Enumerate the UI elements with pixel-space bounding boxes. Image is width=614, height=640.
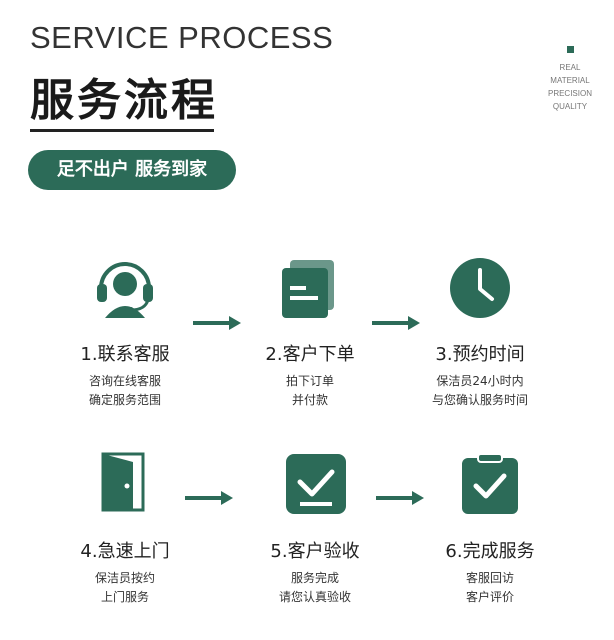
- headset-agent-icon: [93, 254, 157, 318]
- door-icon: [93, 450, 157, 514]
- small-square-icon: [566, 46, 574, 53]
- slogan-badge: 足不出户 服务到家: [28, 150, 236, 190]
- arrow-right-icon: [193, 316, 241, 330]
- checkbox-icon: [284, 452, 348, 516]
- step-5-title: 5.客户验收: [270, 541, 360, 562]
- step-3-title: 3.预约时间: [435, 344, 525, 365]
- step-4-desc: 保洁员按约 上门服务: [94, 571, 155, 604]
- step-2-desc: 拍下订单 并付款: [285, 374, 334, 407]
- chinese-title: 服务流程: [30, 75, 218, 126]
- title-underline: [30, 129, 214, 132]
- step-1-title: 1.联系客服: [80, 344, 170, 365]
- arrow-right-icon: [372, 316, 420, 330]
- clock-icon: [448, 256, 512, 320]
- side-line-1: REAL: [559, 63, 581, 72]
- side-tagline: REAL MATERIAL PRECISION QUALITY: [540, 46, 600, 113]
- step-6-title: 6.完成服务: [445, 541, 535, 562]
- arrow-right-icon: [376, 491, 424, 505]
- clipboard-check-icon: [458, 452, 522, 516]
- step-2-title: 2.客户下单: [265, 344, 355, 365]
- arrow-right-icon: [185, 491, 233, 505]
- english-title: SERVICE PROCESS: [30, 20, 334, 55]
- side-line-4: QUALITY: [552, 102, 588, 111]
- step-5-desc: 服务完成 请您认真验收: [278, 571, 351, 604]
- side-line-3: PRECISION: [547, 89, 592, 98]
- step-3-desc: 保洁员24小时内 与您确认服务时间: [431, 374, 528, 407]
- step-4-title: 4.急速上门: [80, 541, 170, 562]
- step-1-desc: 咨询在线客服 确定服务范围: [88, 374, 161, 407]
- step-6-desc: 客服回访 客户评价: [465, 571, 514, 604]
- order-document-icon: [278, 256, 342, 320]
- side-line-2: MATERIAL: [550, 76, 590, 85]
